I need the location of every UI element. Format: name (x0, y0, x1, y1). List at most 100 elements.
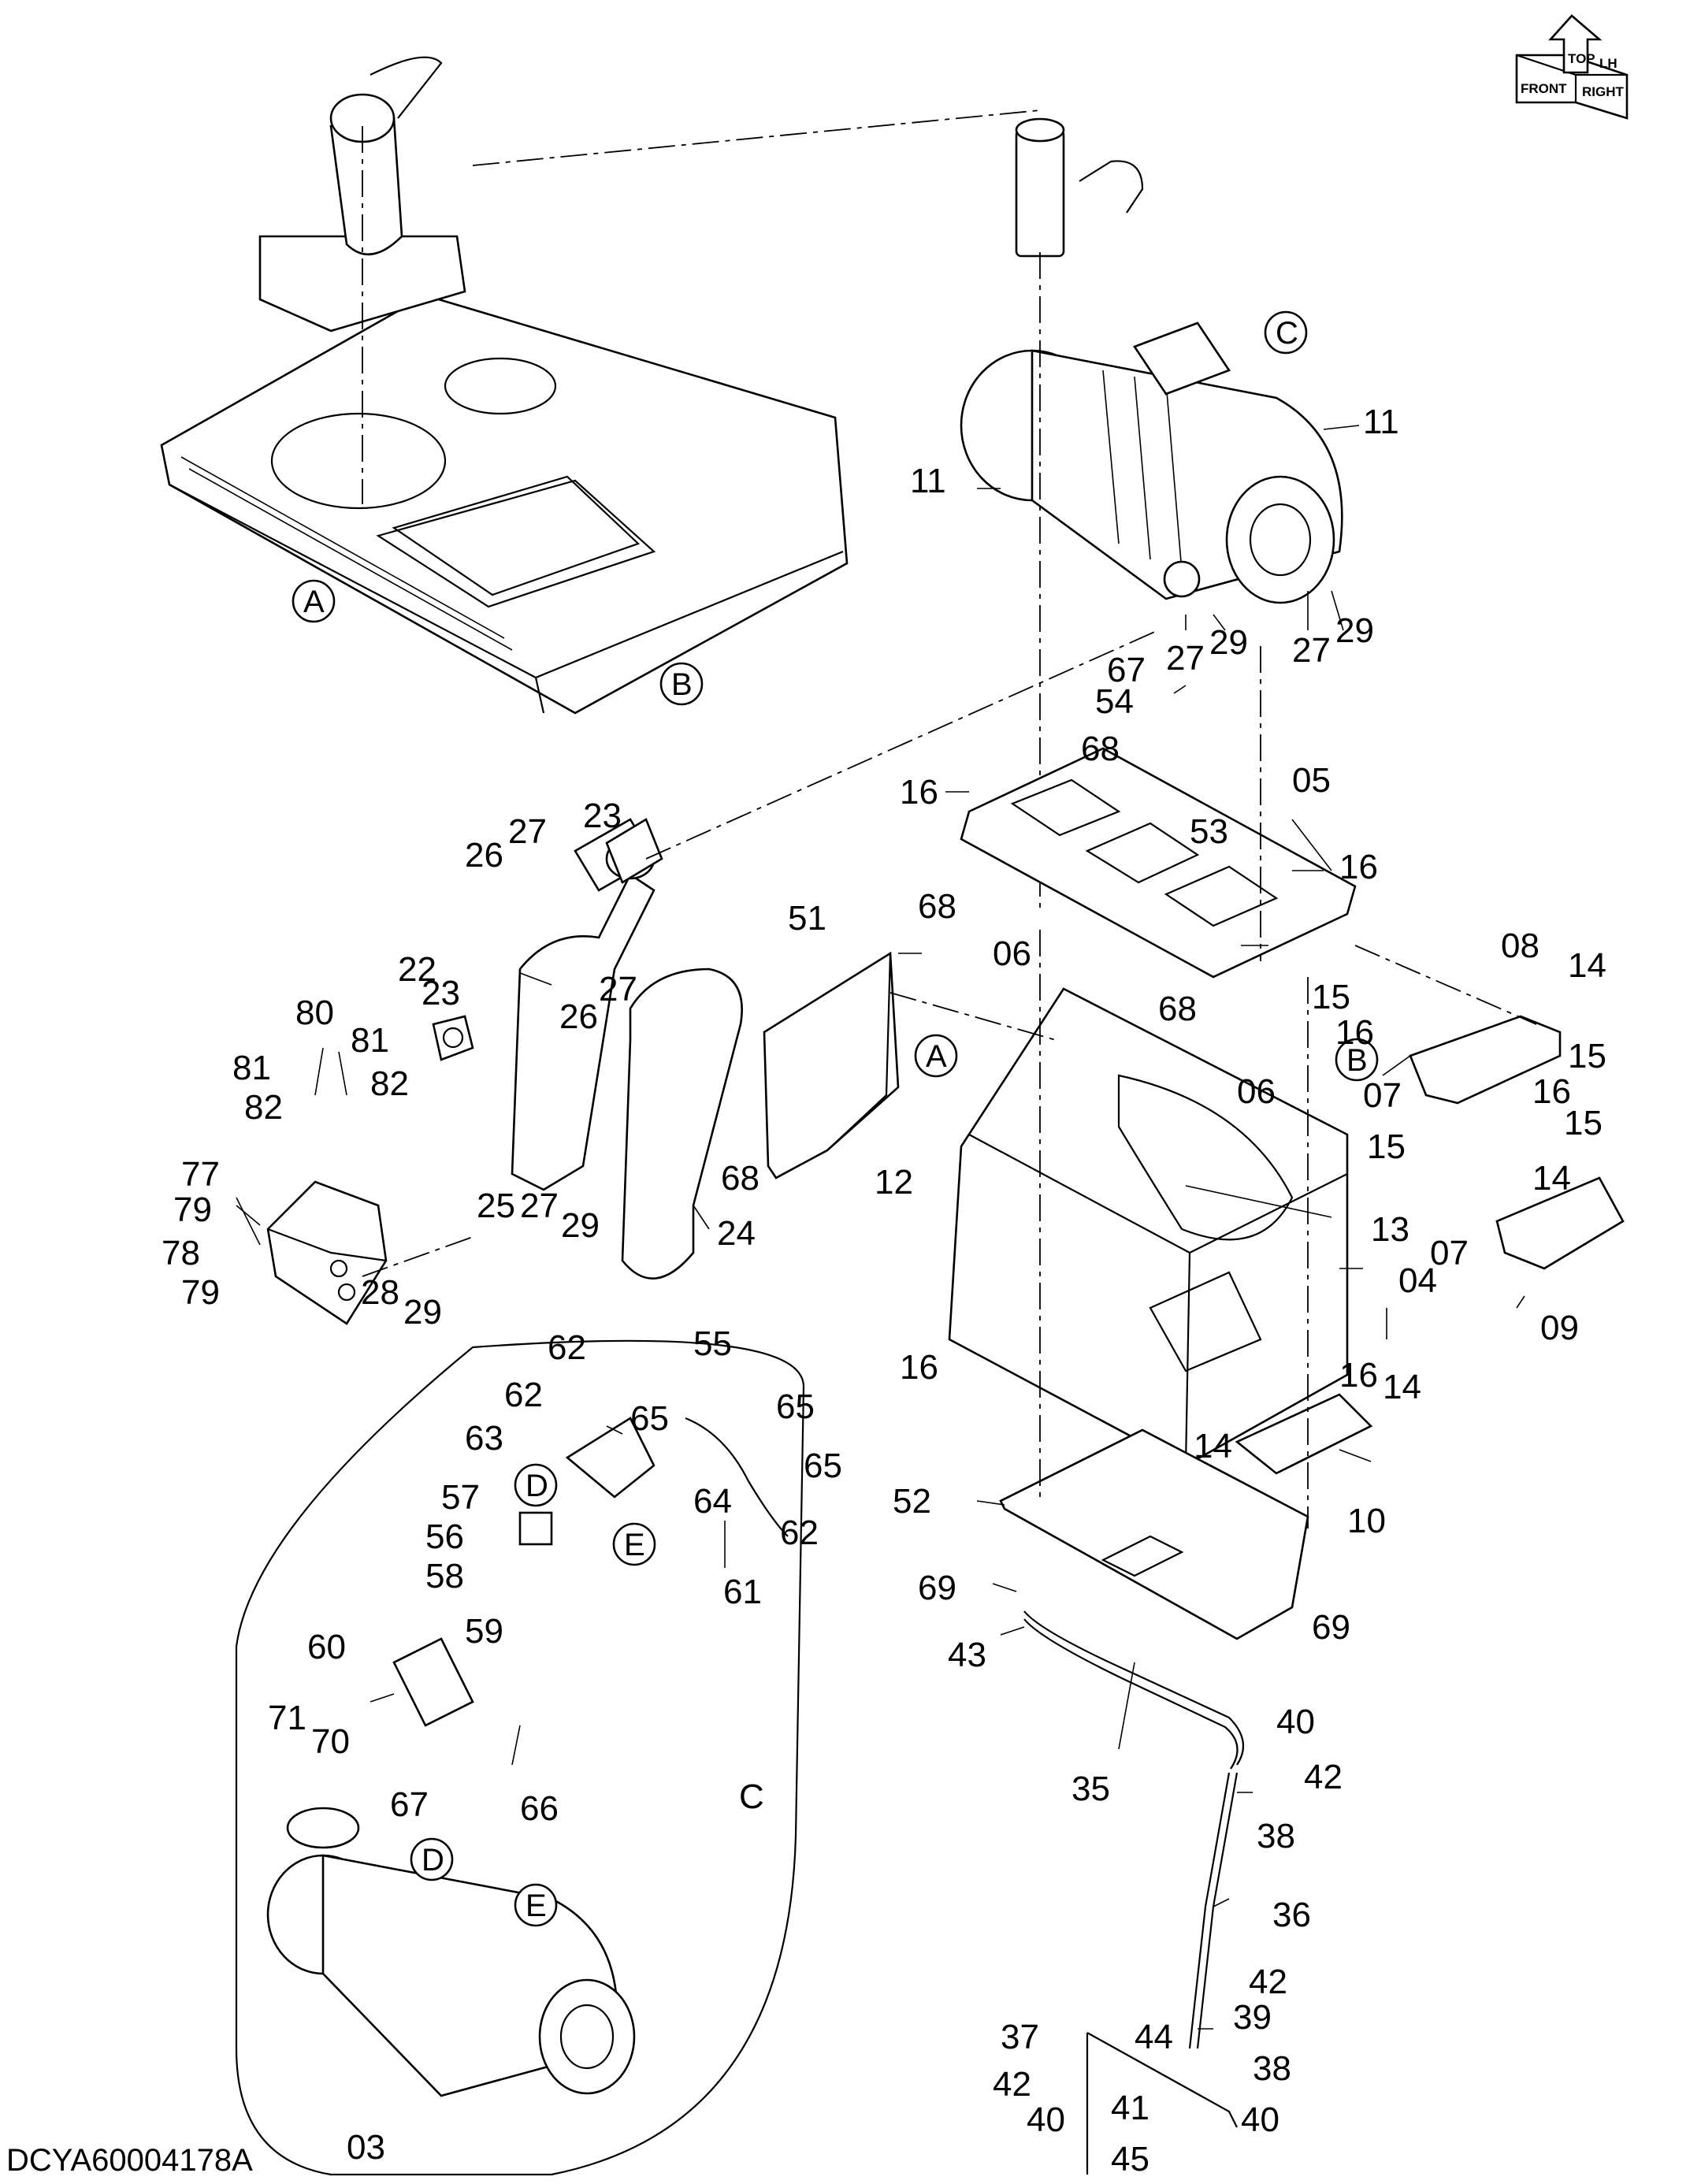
callout-68-a: 68 (918, 887, 956, 926)
detail-label-a-top: A (292, 579, 336, 623)
callout-77: 77 (181, 1155, 220, 1194)
bracket-08 (1409, 1015, 1562, 1105)
callout-69-b: 69 (1312, 1608, 1350, 1647)
callout-29-d: 29 (1335, 611, 1374, 650)
callout-57: 57 (441, 1478, 480, 1517)
svg-text:D: D (422, 1843, 444, 1878)
callout-23-lower: 23 (422, 974, 460, 1012)
callout-68-b: 68 (1081, 730, 1120, 768)
callout-27-b: 27 (599, 970, 637, 1008)
bracket-09 (1495, 1176, 1625, 1270)
callout-65-b: 65 (776, 1387, 815, 1426)
callout-07-b: 07 (1430, 1234, 1469, 1272)
svg-text:D: D (526, 1469, 548, 1503)
callout-44: 44 (1135, 2018, 1173, 2056)
compass-top-label: TOP (1568, 51, 1595, 66)
callout-12: 12 (875, 1163, 913, 1202)
callout-36: 36 (1272, 1896, 1311, 1934)
detail-label-e-2: E (514, 1883, 558, 1927)
detail-label-d-2: D (410, 1837, 454, 1881)
callout-68-c: 68 (1158, 990, 1197, 1028)
detail-label-a-frame: A (914, 1034, 958, 1078)
callout-27-a: 27 (508, 812, 547, 851)
callout-23-upper: 23 (583, 797, 622, 835)
callout-05: 05 (1292, 761, 1331, 800)
callout-45: 45 (1111, 2140, 1149, 2178)
callout-52: 52 (893, 1482, 931, 1521)
callout-69-a: 69 (918, 1569, 956, 1607)
callout-51: 51 (788, 899, 826, 938)
callout-26-b: 26 (559, 997, 598, 1036)
callout-15-a: 15 (1312, 978, 1350, 1016)
callout-81-b: 81 (351, 1021, 389, 1060)
callout-82-b: 82 (370, 1064, 409, 1103)
callout-59: 59 (465, 1612, 503, 1651)
cover-77 (266, 1180, 388, 1325)
main-frame-04 (948, 987, 1349, 1467)
compass-right-label: RIGHT (1582, 84, 1625, 99)
callout-40-b: 40 (1027, 2100, 1065, 2139)
detail-label-c-top: C (1264, 310, 1308, 355)
callout-10: 10 (1347, 1502, 1386, 1540)
callout-62-c: 62 (780, 1514, 819, 1552)
callout-27-c: 27 (520, 1187, 559, 1225)
callout-37: 37 (1001, 2018, 1039, 2056)
callout-38-b: 38 (1253, 2049, 1291, 2088)
callout-25: 25 (477, 1187, 515, 1225)
callout-40-a: 40 (1276, 1703, 1315, 1741)
callout-29-b: 29 (403, 1293, 442, 1332)
callout-78: 78 (162, 1234, 200, 1272)
callout-09: 09 (1540, 1309, 1579, 1347)
callout-28: 28 (361, 1273, 399, 1312)
callout-68-d: 68 (721, 1159, 760, 1198)
svg-text:A: A (926, 1039, 947, 1074)
callout-40-c: 40 (1241, 2100, 1279, 2139)
callout-27-e: 27 (1292, 631, 1331, 670)
hose-35 (1023, 1610, 1245, 1770)
callout-62-b: 62 (504, 1376, 543, 1414)
callout-29-a: 29 (561, 1206, 600, 1245)
callout-54: 54 (1095, 682, 1134, 721)
callout-26-a: 26 (465, 836, 503, 875)
callout-63: 63 (465, 1419, 503, 1458)
callout-16-d: 16 (1532, 1072, 1571, 1111)
callout-42-c: 42 (993, 2065, 1031, 2104)
bracket-plate-05 (960, 747, 1357, 979)
svg-text:C: C (1276, 316, 1298, 351)
svg-text:A: A (303, 585, 325, 619)
callout-16-a: 16 (900, 773, 938, 812)
callout-67-b: 67 (1107, 651, 1146, 689)
callout-08: 08 (1501, 927, 1539, 965)
callout-15-b: 15 (1568, 1037, 1606, 1075)
callout-35: 35 (1071, 1770, 1110, 1808)
callout-16-b: 16 (1339, 848, 1378, 886)
callout-07-a: 07 (1363, 1076, 1402, 1115)
callout-42-a: 42 (1304, 1758, 1343, 1796)
gasket-23-upper (605, 818, 663, 884)
callout-53: 53 (1190, 812, 1228, 851)
callout-43: 43 (948, 1636, 986, 1674)
callout-14-d: 14 (1194, 1427, 1232, 1465)
callout-03: 03 (347, 2128, 385, 2167)
bracket-10 (1235, 1393, 1373, 1475)
leader-lines (236, 425, 1525, 2030)
callout-42-b: 42 (1249, 1963, 1287, 2001)
callout-06-b: 06 (1237, 1072, 1276, 1111)
gasket-23-lower (432, 1015, 474, 1061)
callout-11-left: 11 (910, 462, 946, 500)
callout-56: 56 (425, 1517, 464, 1556)
svg-text:B: B (1346, 1043, 1368, 1078)
callout-55: 55 (693, 1324, 732, 1363)
callout-29-c: 29 (1209, 623, 1248, 662)
callout-65-a: 65 (630, 1399, 669, 1438)
callout-60: 60 (307, 1628, 346, 1666)
callout-71: 71 (268, 1699, 306, 1737)
svg-text:B: B (671, 667, 693, 702)
callout-16-c: 16 (1335, 1013, 1374, 1052)
callout-15-c: 15 (1367, 1127, 1406, 1166)
callout-66: 66 (520, 1789, 559, 1828)
callout-27-d: 27 (1166, 639, 1205, 678)
callout-79-b: 79 (181, 1273, 220, 1312)
callout-16-e: 16 (900, 1348, 938, 1387)
